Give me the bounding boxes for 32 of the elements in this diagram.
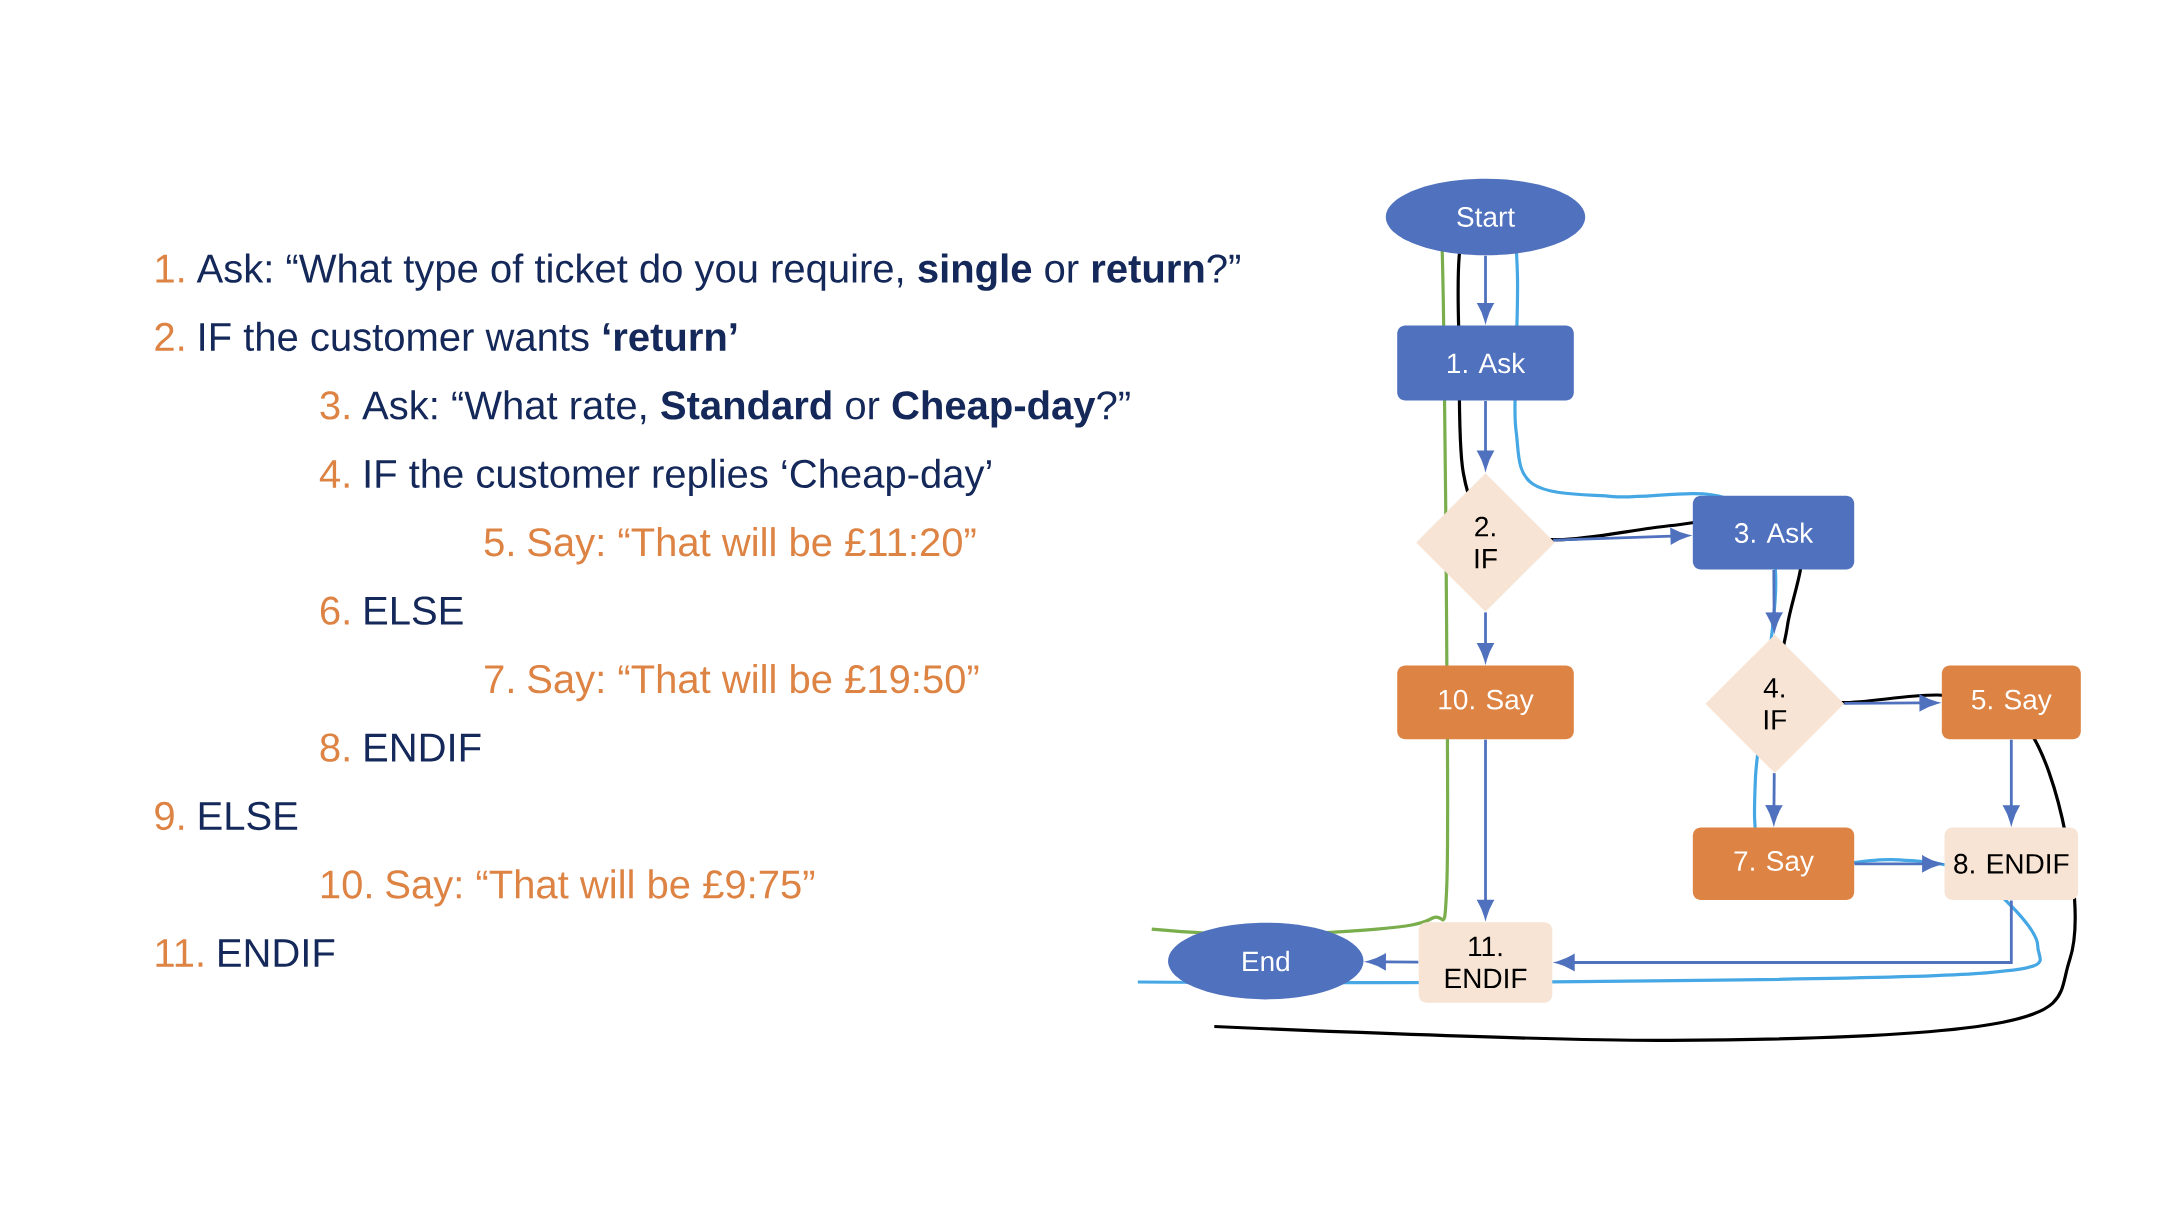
list-item-number: 5. [484,528,513,557]
process-box: 7. Say [1692,827,1855,900]
list-item-text: ELSE [199,801,298,831]
list-item-text: ENDIF [219,939,335,967]
list-item-text: Ask: “What type of ticket do you require, single or return?” [196,253,1240,291]
list-item-number: 1. [156,254,184,283]
list-item-text: Ask: “What rate, Standard or Cheap-day?” [362,390,1130,428]
list-item-text: Say: “That will be £11:20” [528,527,976,565]
arrow [1854,855,1941,872]
list-item-number: 2. [155,322,184,351]
list-item-text: Say: “That will be £9:75” [386,869,815,907]
process-box: 1. Ask [1397,325,1574,401]
process-box: 10. Say [1397,665,1574,740]
list-item-number: 9. [155,801,184,831]
list-item-number: 8. [320,733,349,762]
process-box: 11. ENDIF [1418,922,1553,1003]
list-item-text: ELSE [365,596,463,625]
arrow [1766,773,1782,824]
list-item-text: Say: “That will be £19:50” [528,664,979,702]
list-item-number: 3. [320,391,349,420]
process-box: 5. Say [1941,665,2081,740]
list-item-number: 11. [156,939,203,967]
list-item-number: 4. [319,460,349,488]
list-item-number: 7. [485,665,513,693]
process-box: 3. Ask [1692,495,1855,570]
list-item-text: IF the customer wants ‘return’ [200,321,737,352]
arrow [1367,954,1419,970]
list-item-number: 6. [320,596,349,625]
list-item-number: 10. [321,870,371,899]
list-item-text: IF the customer replies ‘Cheap-day’ [365,458,991,496]
process-box: 8. ENDIF [1944,827,2079,900]
list-item-text: ENDIF [365,733,481,762]
